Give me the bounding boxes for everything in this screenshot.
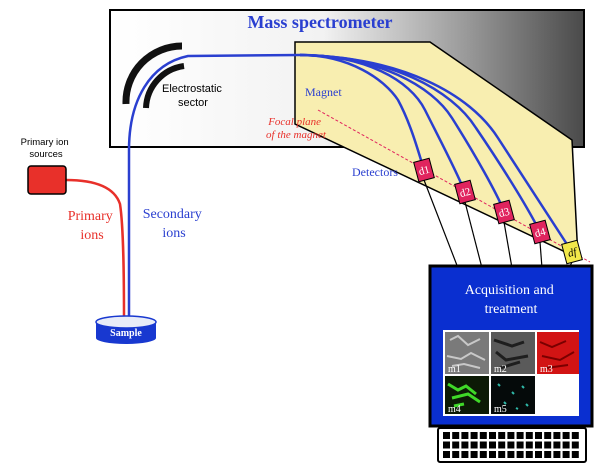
- electrostatic-sector-inner: [143, 63, 185, 109]
- primary-ions-label: Primary ions: [68, 209, 117, 243]
- keyboard-key: [507, 441, 515, 449]
- focal-plane-label: Focal plane of the magnet: [266, 116, 327, 141]
- tile-m1-texture: [446, 334, 486, 369]
- keyboard-key: [507, 451, 515, 458]
- keyboard-key: [562, 441, 570, 449]
- tile-m3-texture: [539, 340, 575, 369]
- detector-d3: d3: [493, 199, 515, 225]
- keyboard-keys: [443, 432, 579, 458]
- detector-box-d4: [529, 219, 551, 245]
- primary-ion-sources-label: Primary ion sources: [21, 137, 72, 160]
- keyboard-key: [479, 432, 487, 439]
- keyboard-key: [452, 432, 460, 439]
- primary-ion-source: [27, 165, 67, 195]
- detector-label-d2: d2: [458, 186, 472, 200]
- detector-d1: d1: [413, 157, 435, 183]
- magnet-label: Magnet: [305, 85, 342, 99]
- tile-m4-texture: [447, 382, 481, 408]
- image-label-m3: m3: [540, 364, 553, 375]
- keyboard-key: [544, 451, 552, 458]
- tile-m5-texture: [497, 383, 529, 410]
- keyboard-key: [489, 441, 496, 449]
- image-label-m1: m1: [448, 364, 461, 375]
- detector-cable-d4: [539, 241, 543, 269]
- focal-plane-line: [317, 109, 591, 263]
- detector-box-d2: [454, 179, 476, 205]
- keyboard-key: [452, 441, 460, 449]
- detector-box-d3: [493, 199, 515, 225]
- keyboard-key: [544, 432, 552, 439]
- detector-label-d1: d1: [417, 164, 431, 178]
- keyboard-key: [535, 441, 542, 449]
- detector-box-d1: [413, 157, 435, 183]
- keyboard-key: [516, 451, 524, 458]
- image-label-m4: m4: [448, 404, 461, 415]
- keyboard-key: [461, 432, 469, 439]
- detector-cable-d1: [423, 179, 459, 269]
- primary-ion-beam: [65, 178, 126, 323]
- keyboard-key: [461, 441, 469, 449]
- keyboard-key: [553, 441, 561, 449]
- keyboard-key: [571, 441, 579, 449]
- keyboard-key: [479, 441, 487, 449]
- detector-label-d4: d4: [533, 226, 547, 241]
- keyboard-key: [452, 451, 460, 458]
- detector-cable-d3: [503, 221, 513, 269]
- image-label-m2: m2: [494, 364, 507, 375]
- detectors: d1 d2 d3 d4 df: [413, 157, 583, 265]
- electrostatic-sector-outer: [122, 42, 183, 105]
- image-label-m5: m5: [494, 404, 507, 415]
- sample-label: Sample: [110, 328, 142, 339]
- image-tile-m5: [491, 376, 535, 414]
- keyboard-key: [525, 432, 533, 439]
- detector-label-d3: d3: [497, 206, 511, 221]
- keyboard-key: [507, 432, 515, 439]
- keyboard-key: [535, 451, 542, 458]
- keyboard-key: [489, 451, 496, 458]
- keyboard-key: [535, 432, 542, 439]
- keyboard-key: [516, 441, 524, 449]
- keyboard-key: [489, 432, 496, 439]
- secondary-ion-beam-df: [299, 53, 574, 253]
- tile-m2-texture: [493, 338, 529, 370]
- detector-box-df: [561, 239, 583, 265]
- keyboard-key: [571, 451, 579, 458]
- keyboard-key: [525, 441, 533, 449]
- keyboard-key: [498, 441, 506, 449]
- keyboard-key: [516, 432, 524, 439]
- keyboard-key: [562, 432, 570, 439]
- keyboard-key: [443, 441, 450, 449]
- keyboard-key: [553, 432, 561, 439]
- keyboard-key: [498, 451, 506, 458]
- keyboard-key: [470, 441, 478, 449]
- keyboard-key: [470, 451, 478, 458]
- keyboard-key: [525, 451, 533, 458]
- detectors-label: Detectors: [352, 165, 398, 179]
- keyboard-key: [461, 451, 469, 458]
- keyboard-key: [562, 451, 570, 458]
- keyboard-key: [498, 432, 506, 439]
- detector-d2: d2: [454, 179, 476, 205]
- sample-bottom: [96, 332, 156, 344]
- keyboard-key: [544, 441, 552, 449]
- detector-df: df: [561, 239, 583, 265]
- secondary-ions-label: Secondary ions: [143, 207, 206, 241]
- secondary-ion-beam-vertical: [127, 53, 301, 322]
- keyboard-key: [571, 432, 579, 439]
- keyboard-key: [443, 432, 450, 439]
- secondary-ion-beam-d1: [299, 53, 426, 171]
- detector-d4: d4: [529, 219, 551, 245]
- sample-top: [95, 315, 157, 329]
- keyboard-key: [479, 451, 487, 458]
- keyboard-key: [443, 451, 450, 458]
- keyboard-key: [553, 451, 561, 458]
- mass-spectrometer-title: Mass spectrometer: [247, 12, 392, 32]
- detector-cable-d2: [464, 201, 483, 269]
- monitor-title: Acquisition and treatment: [465, 283, 558, 317]
- keyboard-key: [470, 432, 478, 439]
- electrostatic-sector-label: Electrostatic sector: [162, 83, 225, 109]
